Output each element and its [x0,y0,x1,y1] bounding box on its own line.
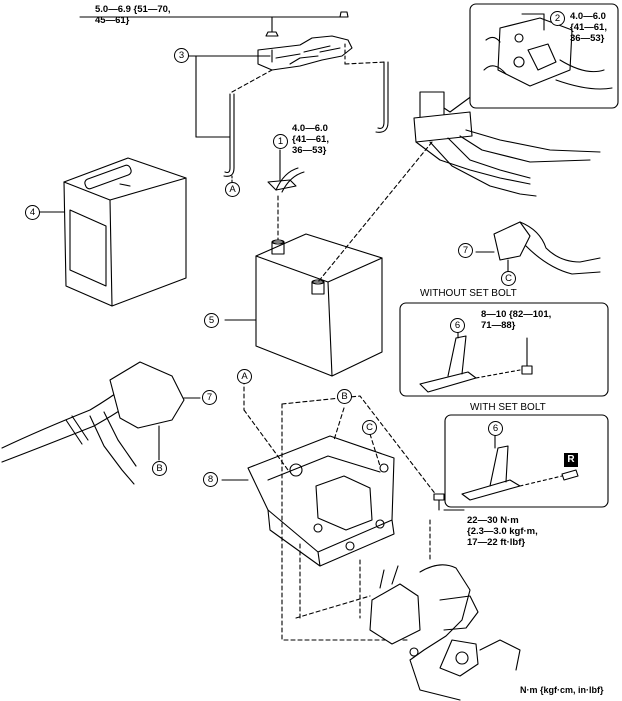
connection-b-tray: B [337,389,352,404]
lower-mount-assembly [369,564,521,701]
with-set-bolt-box [444,414,609,508]
j-bolt-right [344,61,389,133]
tray-dashed-guides [243,379,441,641]
hold-down-nut-torque: 5.0—6.9 {51—70, 45—61} [95,4,171,26]
part-7-left-callout: 7 [202,390,217,405]
tray-bolt [433,493,465,511]
terminal-detail-view [469,3,619,109]
part-7-right-callout: 7 [458,243,473,258]
part-3-leaders [188,55,271,138]
connection-a-top: A [225,182,240,197]
without-set-bolt-torque: 8—10 {82—101, 71—88} [481,309,552,331]
part-6-without-bolt-callout: 6 [450,318,465,333]
with-set-bolt-header: WITH SET BOLT [470,402,546,413]
hold-down-nut-leader [79,11,349,37]
part-2-callout: 2 [550,11,565,26]
part-3-callout: 3 [174,48,189,63]
battery [224,233,383,377]
negative-cable-end-right [475,221,601,275]
terminal-1-torque: 4.0—6.0 {41—61, 36—53} [292,123,329,156]
part-8-callout: 8 [203,472,218,487]
battery-cover [33,157,187,307]
battery-clamp [257,35,353,71]
positive-cable-left [1,361,201,485]
j-bolt-left [223,69,273,183]
tray-bolt-torque: 22—30 N·m {2.3—3.0 kgf·m, 17—22 ft·lbf} [467,515,538,548]
connection-a-tray: A [237,369,252,384]
connection-b-cable: B [152,461,167,476]
part-4-callout: 4 [25,205,40,220]
connection-c-cable: C [501,271,516,286]
battery-tray [221,435,395,567]
connection-c-tray: C [362,420,377,435]
replace-part-badge: R [564,453,578,467]
terminal-2-torque: 4.0—6.0 {41—61, 36—53} [570,11,607,44]
part-5-callout: 5 [204,313,219,328]
part-6-with-bolt-callout: 6 [488,421,503,436]
positive-terminal [267,149,305,241]
negative-cable-assembly [317,89,601,283]
without-set-bolt-header: WITHOUT SET BOLT [420,288,517,299]
units-note: N·m {kgf·cm, in·lbf} [520,685,604,695]
part-1-callout: 1 [273,134,288,149]
